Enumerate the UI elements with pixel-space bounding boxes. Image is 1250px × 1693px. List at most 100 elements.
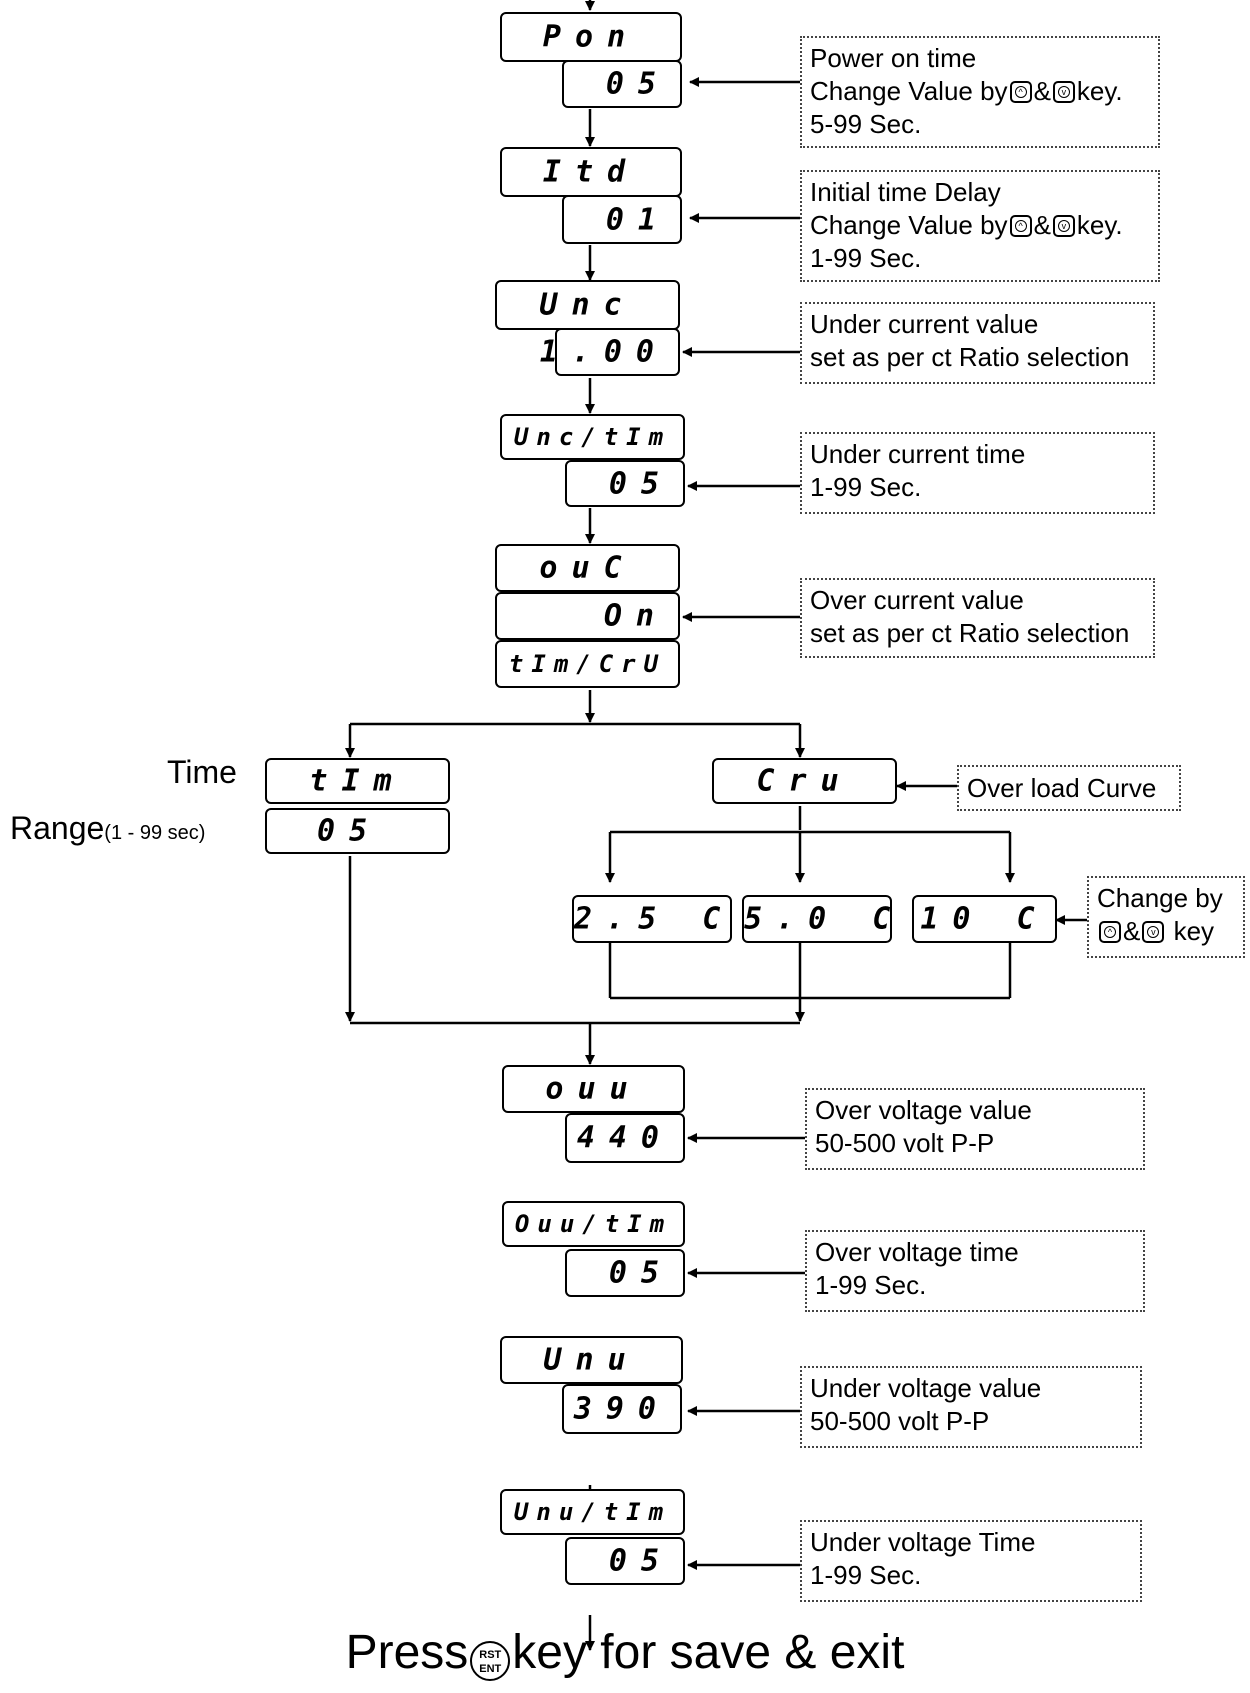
unc-tim-note-line2: 1-99 Sec. (810, 472, 922, 502)
up-key-icon: ^ (1099, 921, 1121, 943)
ouu-tim-note-line2: 1-99 Sec. (815, 1270, 927, 1300)
cru-label: Cru (756, 763, 853, 799)
itd-note-amp: & (1033, 210, 1051, 240)
unc-tim-value-display: 05 (565, 460, 685, 507)
range-label: Range(1 - 99 sec) (10, 810, 205, 847)
unc-note: Under current value set as per ct Ratio … (800, 302, 1155, 384)
ouu-display: ouu (502, 1065, 685, 1113)
down-key-icon: v (1142, 921, 1165, 943)
unu-tim-note-line1: Under voltage Time (810, 1527, 1036, 1557)
change-note-key: key (1173, 916, 1215, 946)
ouu-tim-note: Over voltage time 1-99 Sec. (805, 1230, 1145, 1312)
down-key-icon: v (1052, 215, 1075, 237)
range-sub: (1 - 99 sec) (104, 822, 206, 844)
pon-value: 05 (605, 66, 670, 102)
cru-note-line1: Over load Curve (967, 773, 1157, 803)
pon-note-line1: Power on time (810, 43, 977, 73)
unu-value-display: 390 (562, 1384, 682, 1434)
unc-note-line2: set as per ct Ratio selection (810, 342, 1130, 372)
tim-cru-label: tIm/CrU (508, 650, 667, 678)
tim-value-display: 05 (265, 808, 450, 854)
ouc-value-display: On (495, 592, 680, 640)
pon-note-change: Change Value by (810, 76, 1008, 106)
pon-label: Pon (542, 19, 640, 55)
up-key-icon: ^ (1009, 81, 1032, 103)
unc-value: 1.00 (539, 334, 668, 370)
footer-rest: key for save & exit (512, 1626, 905, 1679)
unc-note-line1: Under current value (810, 309, 1039, 339)
footer-instruction: Press RST ENT key for save & exit (0, 1625, 1250, 1681)
curve-2-5-value: 2.5 C (574, 901, 735, 937)
curve-5-0-display: 5.0 C (742, 895, 892, 943)
cru-note: Over load Curve (957, 765, 1181, 811)
tim-value: 05 (317, 813, 382, 849)
ouu-tim-value-display: 05 (565, 1249, 685, 1297)
ouu-note-line2: 50-500 volt P-P (815, 1128, 995, 1158)
tim-label: tIm (309, 763, 406, 799)
unc-tim-display: Unc/tIm (500, 414, 685, 460)
curve-5-0-value: 5.0 C (744, 901, 905, 937)
ouu-note: Over voltage value 50-500 volt P-P (805, 1088, 1145, 1170)
pon-note-key: key. (1076, 76, 1123, 106)
unc-tim-label: Unc/tIm (513, 423, 672, 451)
unc-display: Unc (495, 280, 680, 330)
pon-value-display: 05 (562, 60, 682, 108)
unu-note: Under voltage value 50-500 volt P-P (800, 1366, 1142, 1448)
rst-label: RST (479, 1649, 502, 1661)
ouc-note: Over current value set as per ct Ratio s… (800, 578, 1155, 658)
itd-note-key: key. (1076, 210, 1123, 240)
unu-value: 390 (573, 1391, 670, 1427)
curve-10-value: 10 C (920, 901, 1049, 937)
change-note: Change by ^&v key (1087, 876, 1245, 958)
unu-tim-value-display: 05 (565, 1537, 685, 1585)
tim-cru-display: tIm/CrU (495, 640, 680, 688)
ouu-tim-value: 05 (608, 1255, 673, 1291)
ouc-note-line2: set as per ct Ratio selection (810, 618, 1130, 648)
change-note-amp: & (1123, 916, 1141, 946)
pon-display: Pon (500, 12, 682, 62)
ouu-label: ouu (545, 1071, 642, 1107)
tim-display: tIm (265, 758, 450, 804)
pon-note-amp: & (1033, 76, 1051, 106)
up-key-icon: ^ (1009, 215, 1032, 237)
ouu-value-display: 440 (565, 1113, 685, 1163)
ouu-note-line1: Over voltage value (815, 1095, 1032, 1125)
itd-note-change: Change Value by (810, 210, 1008, 240)
range-text: Range (10, 810, 105, 846)
unu-tim-label: Unu/tIm (513, 1498, 672, 1526)
cru-display: Cru (712, 758, 897, 804)
ouc-note-line1: Over current value (810, 585, 1024, 615)
itd-label: Itd (542, 154, 640, 190)
change-note-line1: Change by (1097, 883, 1223, 913)
curve-10-display: 10 C (912, 895, 1057, 943)
itd-note-line3: 1-99 Sec. (810, 243, 922, 273)
down-key-icon: v (1052, 81, 1075, 103)
ouu-tim-display: Ouu/tIm (502, 1201, 685, 1247)
unu-tim-note: Under voltage Time 1-99 Sec. (800, 1520, 1142, 1602)
unc-tim-value: 05 (608, 466, 673, 501)
unc-tim-note-line1: Under current time (810, 439, 1026, 469)
unu-label: Unu (543, 1342, 640, 1378)
ouu-value: 440 (576, 1120, 673, 1156)
itd-note-line1: Initial time Delay (810, 177, 1001, 207)
unu-display: Unu (500, 1336, 683, 1384)
ent-label: ENT (479, 1663, 502, 1675)
unu-note-line2: 50-500 volt P-P (810, 1406, 990, 1436)
rst-ent-key-icon: RST ENT (470, 1641, 511, 1681)
footer-press: Press (345, 1626, 469, 1679)
ouc-label: ouC (539, 550, 636, 586)
itd-display: Itd (500, 147, 682, 197)
ouu-tim-label: Ouu/tIm (514, 1210, 673, 1238)
pon-note-line3: 5-99 Sec. (810, 109, 922, 139)
unu-note-line1: Under voltage value (810, 1373, 1042, 1403)
unu-tim-note-line2: 1-99 Sec. (810, 1560, 922, 1590)
curve-2-5-display: 2.5 C (572, 895, 732, 943)
ouc-display: ouC (495, 544, 680, 592)
itd-value-display: 01 (562, 195, 682, 244)
unu-tim-value: 05 (608, 1543, 673, 1579)
ouc-value: On (603, 598, 668, 634)
unc-value-display: 1.00 (540, 328, 680, 376)
unu-tim-display: Unu/tIm (500, 1489, 685, 1535)
